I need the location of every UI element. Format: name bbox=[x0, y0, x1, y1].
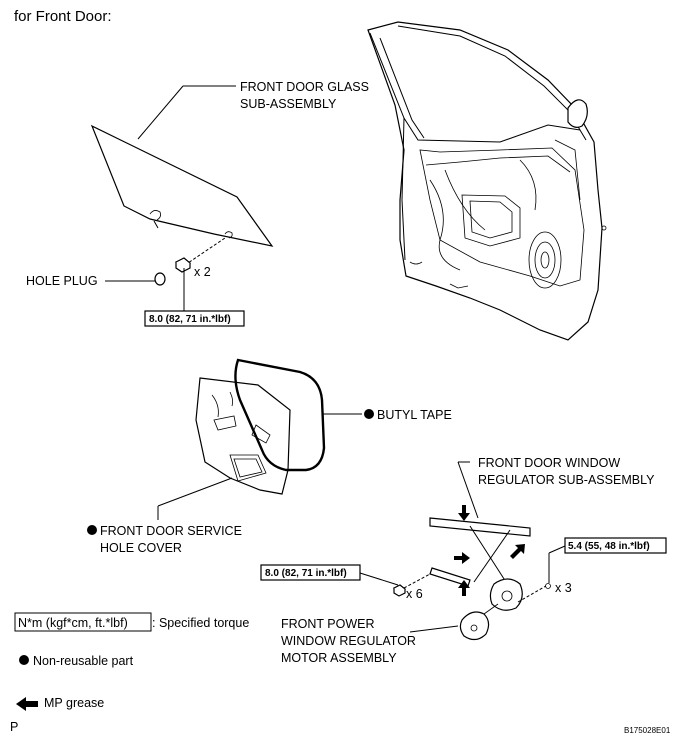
glass-torque-value: 8.0 (82, 71 in.*lbf) bbox=[149, 314, 231, 325]
glass-bolt-icon bbox=[174, 257, 192, 273]
glass-torque-box bbox=[144, 310, 245, 327]
regulator-nut-icon bbox=[545, 583, 551, 589]
regulator-torque-value: 5.4 (55, 48 in.*lbf) bbox=[568, 541, 650, 552]
regulator-label-line1: FRONT DOOR WINDOW bbox=[478, 456, 620, 470]
legend-nonreusable-dot bbox=[19, 655, 29, 665]
diagram-title: for Front Door: bbox=[14, 8, 112, 25]
motor-label-line1: FRONT POWER bbox=[281, 617, 375, 631]
glass-label-line2: SUB-ASSEMBLY bbox=[240, 97, 337, 111]
legend-torque-box bbox=[14, 612, 152, 632]
regulator-torque-box bbox=[564, 537, 667, 554]
regulator-bolt-icon bbox=[392, 584, 407, 597]
glass-bolt-dashed-line bbox=[184, 237, 226, 266]
service-hole-cover-illustration bbox=[195, 377, 291, 495]
window-regulator-illustration bbox=[429, 517, 531, 641]
hole-plug-icon bbox=[154, 272, 166, 286]
motor-label-line3: MOTOR ASSEMBLY bbox=[281, 651, 397, 665]
legend-grease-text: MP grease bbox=[44, 696, 104, 710]
regulator-bolt-torque-value: 8.0 (82, 71 in.*lbf) bbox=[265, 568, 347, 579]
butyl-tape-label: BUTYL TAPE bbox=[377, 408, 452, 422]
legend-grease-arrow-icon bbox=[16, 697, 38, 711]
legend-torque-unit: N*m (kgf*cm, ft.*lbf) bbox=[18, 616, 128, 630]
glass-bolt-qty: x 2 bbox=[194, 265, 211, 279]
service-cover-label-line1: FRONT DOOR SERVICE bbox=[100, 524, 242, 538]
service-cover-nonreusable-dot bbox=[87, 525, 97, 535]
regulator-bolt-qty: x 6 bbox=[406, 587, 423, 601]
regulator-nut-qty: x 3 bbox=[555, 581, 572, 595]
regulator-leader bbox=[457, 461, 479, 519]
glass-leader-line bbox=[137, 85, 184, 140]
front-door-glass-illustration bbox=[90, 124, 274, 247]
service-cover-label-line2: HOLE COVER bbox=[100, 541, 182, 555]
motor-label-line2: WINDOW REGULATOR bbox=[281, 634, 416, 648]
footer-page-letter: P bbox=[10, 720, 18, 734]
service-cover-leader bbox=[157, 477, 233, 507]
motor-leader bbox=[409, 625, 459, 633]
butyl-tape-illustration bbox=[234, 358, 326, 472]
glass-label-line1: FRONT DOOR GLASS bbox=[240, 80, 369, 94]
regulator-bolt-torque-box bbox=[260, 564, 361, 581]
footer-figure-code: B175028E01 bbox=[624, 726, 671, 735]
front-door-frame-illustration bbox=[367, 21, 607, 341]
regulator-label-line2: REGULATOR SUB-ASSEMBLY bbox=[478, 473, 655, 487]
legend-torque-desc: : Specified torque bbox=[152, 616, 249, 630]
legend-nonreusable-text: Non-reusable part bbox=[33, 654, 134, 668]
butyl-tape-nonreusable-dot bbox=[364, 409, 374, 419]
grease-arrow-icons bbox=[454, 505, 525, 596]
hole-plug-label: HOLE PLUG bbox=[26, 274, 98, 288]
